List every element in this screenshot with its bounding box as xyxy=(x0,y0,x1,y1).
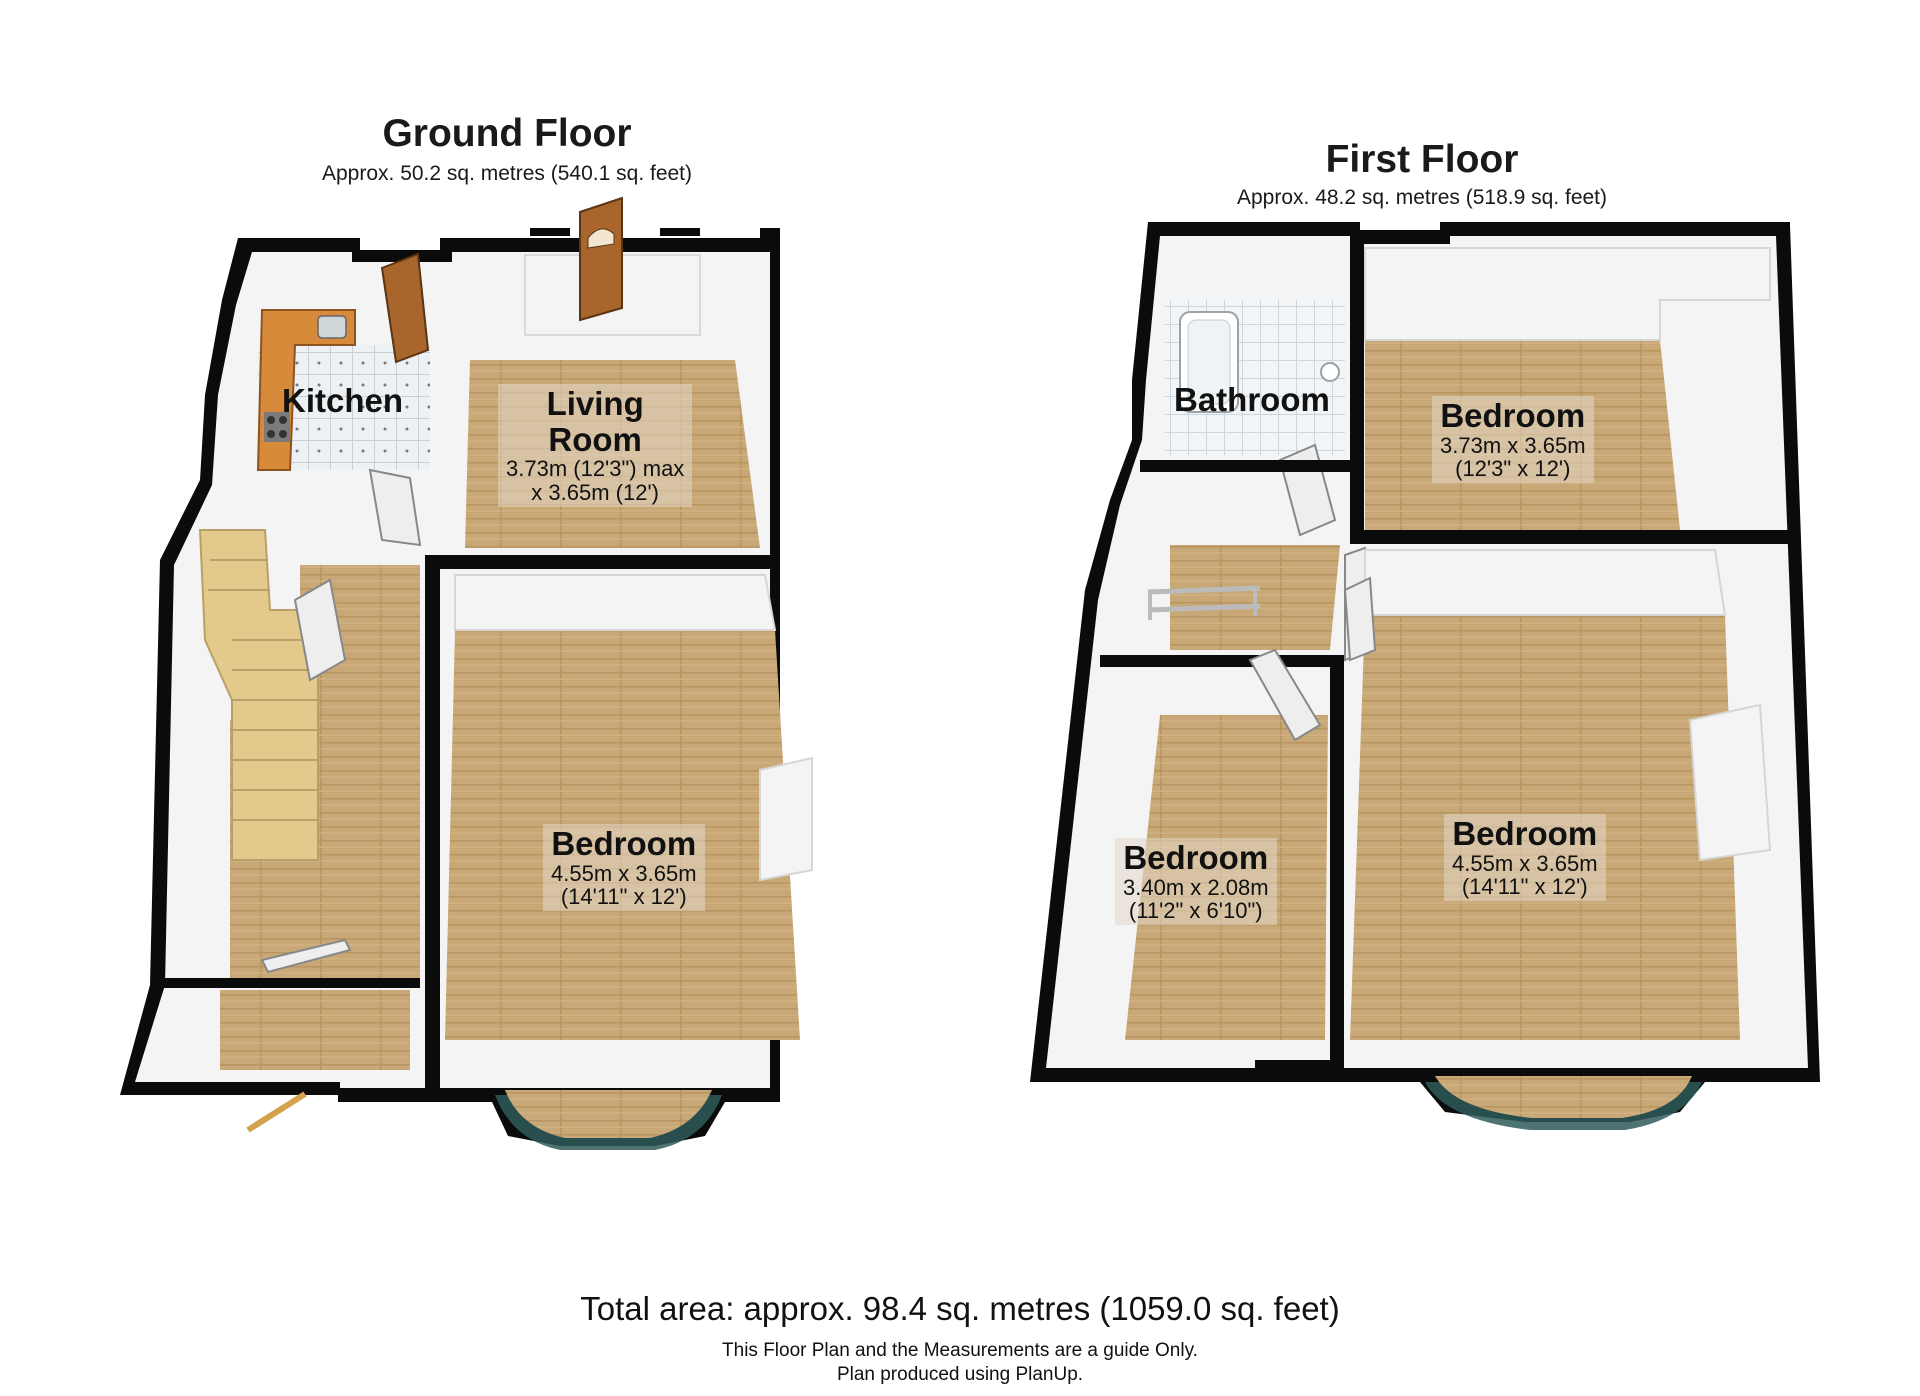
first-floor-plan xyxy=(1030,222,1820,1130)
porch-floor xyxy=(220,990,410,1070)
ground-floor-plan xyxy=(120,196,813,1150)
kitchen-inner-door-icon xyxy=(368,468,422,547)
front-door-icon xyxy=(579,196,623,322)
stair-railing xyxy=(1147,585,1261,620)
bathroom-name: Bathroom xyxy=(1174,381,1330,418)
plan-credit-note: Plan produced using PlanUp. xyxy=(836,1364,1084,1385)
entrance-door-icon xyxy=(246,1091,307,1133)
small-bedroom-dim-1: 3.40m x 2.08m xyxy=(1123,874,1269,900)
living-room-name-1: Living xyxy=(546,385,644,422)
living-room-dim-1: 3.73m (12'3") max xyxy=(506,456,685,482)
living-room-name-2: Room xyxy=(548,420,642,458)
small-bedroom-dim-2: (11'2" x 6'10") xyxy=(1128,898,1263,924)
living-room-label: Living Room 3.73m (12'3") max x 3.65m (1… xyxy=(498,384,693,507)
living-room-window xyxy=(530,228,570,236)
hob-icon xyxy=(264,412,290,442)
front-bedroom-door-icon xyxy=(1343,576,1377,662)
rear-bedroom-dim-2: (12'3" x 12') xyxy=(1455,456,1571,482)
hall-door-icon xyxy=(293,578,347,682)
ground-floor-title: Ground Floor xyxy=(382,112,632,155)
ground-bedroom-dim-2: (14'11" x 12') xyxy=(560,884,687,910)
kitchen-floor xyxy=(258,345,430,470)
bathroom-label: Bathroom xyxy=(1166,380,1338,420)
kitchen-label: Kitchen xyxy=(274,381,411,421)
small-bedroom-label: Bedroom 3.40m x 2.08m (11'2" x 6'10") xyxy=(1115,838,1277,926)
rear-bedroom-name: Bedroom xyxy=(1440,397,1586,434)
hallway-floor xyxy=(230,565,420,980)
staircase xyxy=(198,529,319,861)
kitchen-door-icon xyxy=(380,252,430,364)
front-bedroom-label: Bedroom 4.55m x 3.65m (14'11" x 12') xyxy=(1444,814,1606,902)
front-bedroom-dim-1: 4.55m x 3.65m xyxy=(1452,850,1598,876)
total-area: Total area: approx. 98.4 sq. metres (105… xyxy=(580,1290,1340,1327)
ground-bedroom-label: Bedroom 4.55m x 3.65m (14'11" x 12') xyxy=(543,824,705,912)
ground-bedroom-dim-1: 4.55m x 3.65m xyxy=(551,860,697,886)
disclaimer-note: This Floor Plan and the Measurements are… xyxy=(722,1340,1198,1361)
porch-door-icon xyxy=(260,938,352,974)
front-bedroom-name: Bedroom xyxy=(1452,815,1598,852)
first-floor-area: Approx. 48.2 sq. metres (518.9 sq. feet) xyxy=(1236,186,1608,209)
living-room-dim-2: x 3.65m (12') xyxy=(531,480,659,505)
rear-bedroom-label: Bedroom 3.73m x 3.65m (12'3" x 12') xyxy=(1432,396,1594,484)
sink-icon xyxy=(317,315,347,339)
kitchen-name: Kitchen xyxy=(282,382,404,419)
small-bedroom-door-icon xyxy=(1248,648,1322,742)
first-floor-title: First Floor xyxy=(1325,138,1519,181)
small-bedroom-name: Bedroom xyxy=(1123,839,1269,876)
ground-bedroom-name: Bedroom xyxy=(551,825,697,862)
front-bedroom-dim-2: (14'11" x 12') xyxy=(1461,874,1588,900)
toilet-icon xyxy=(1320,362,1340,382)
rear-bedroom-window xyxy=(1440,226,1600,234)
ground-floor-area: Approx. 50.2 sq. metres (540.1 sq. feet) xyxy=(321,162,693,185)
rear-bedroom-dim-1: 3.73m x 3.65m xyxy=(1440,432,1586,458)
